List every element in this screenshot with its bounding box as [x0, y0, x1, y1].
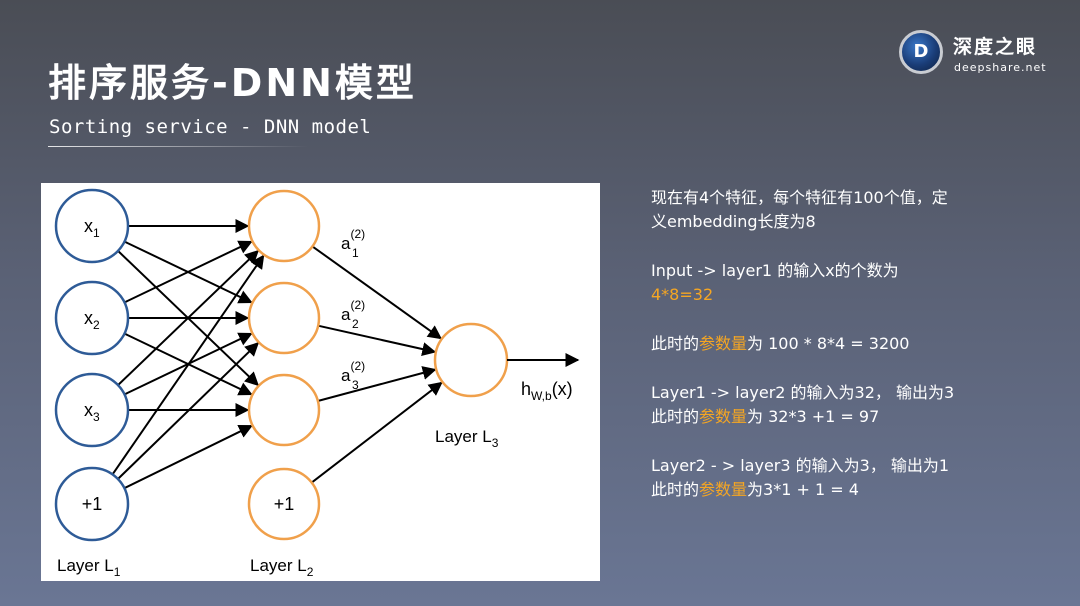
note-4-line-1: Layer1 -> layer2 的输入为32， 输出为3: [651, 383, 955, 402]
note-1-line-1: 现在有4个特征，每个特征有100个值，定: [651, 188, 948, 207]
input-layer: x1 x2 x3 +1 Layer L1: [54, 188, 130, 579]
note-3-line-1: 此时的参数量为 100 * 8*4 = 3200: [651, 332, 1051, 356]
activation-a1: a(2)1: [341, 227, 365, 260]
output-label: hW,b(x): [521, 379, 573, 403]
note-5-line-1: Layer2 - > layer3 的输入为3， 输出为1: [651, 456, 950, 475]
note-5-line-2: 此时的参数量为3*1 + 1 = 4: [651, 478, 1051, 502]
edge-l1-3-to-l2-1: [117, 249, 260, 386]
eye-logo-icon: D: [899, 30, 943, 74]
note-paragraph-2: Input -> layer1 的输入x的个数为 4*8=32: [651, 259, 1051, 307]
hidden-node-bias: [247, 467, 321, 541]
input-label-bias: +1: [82, 494, 103, 514]
note-3-highlight: 参数量: [699, 334, 748, 353]
network-edges: [111, 219, 443, 490]
note-5-suffix: 为3*1 + 1 = 4: [747, 480, 859, 499]
output-layer: hW,b(x) Layer L3: [433, 322, 580, 450]
input-label-x3: x3: [84, 400, 100, 424]
note-4-highlight: 参数量: [699, 407, 748, 426]
edge-l1-4-to-l2-2: [117, 342, 260, 480]
layer-label-l3: Layer L3: [435, 427, 499, 450]
note-4-suffix: 为 32*3 +1 = 97: [747, 407, 880, 426]
note-2-line-1: Input -> layer1 的输入x的个数为: [651, 261, 899, 280]
input-label-x1: x1: [84, 216, 100, 240]
hidden-label-bias: +1: [274, 494, 295, 514]
note-paragraph-4: Layer1 -> layer2 的输入为32， 输出为3 此时的参数量为 32…: [651, 381, 1051, 429]
brand-logo: D 深度之眼 deepshare.net: [897, 28, 1057, 80]
note-paragraph-3: 此时的参数量为 100 * 8*4 = 3200: [651, 332, 1051, 356]
brand-url: deepshare.net: [954, 61, 1047, 74]
neural-network-diagram: x1 x2 x3 +1 Layer L1 +1 Layer L2 a(2)1 a…: [41, 183, 600, 581]
output-node: [433, 322, 509, 398]
edge-l2-1-to-l3: [311, 245, 443, 340]
edge-l1-4-to-l2-3: [123, 424, 253, 490]
edge-l2-4-to-l3: [311, 381, 443, 484]
note-3-prefix: 此时的: [651, 334, 700, 353]
hidden-layer: +1 Layer L2: [247, 189, 321, 579]
note-paragraph-1: 现在有4个特征，每个特征有100个值，定 义embedding长度为8: [651, 186, 1051, 234]
note-4-prefix: 此时的: [651, 407, 700, 426]
explanation-notes: 现在有4个特征，每个特征有100个值，定 义embedding长度为8 Inpu…: [651, 186, 1051, 527]
input-node-bias: [54, 466, 130, 542]
note-1-line-2: 义embedding长度为8: [651, 212, 816, 231]
note-3-suffix: 为 100 * 8*4 = 3200: [747, 334, 910, 353]
page-subtitle: Sorting service - DNN model: [49, 116, 372, 138]
activation-a2: a(2)2: [341, 298, 365, 331]
hidden-node-2: [247, 281, 321, 355]
input-node-x2: [54, 280, 130, 356]
logo-mark-letter: D: [913, 41, 929, 62]
edge-l2-3-to-l3: [317, 366, 437, 402]
edge-l1-2-to-l2-1: [124, 240, 253, 304]
activation-labels: a(2)1 a(2)2 a(2)3: [341, 227, 365, 392]
brand-name: 深度之眼: [953, 36, 1038, 58]
input-node-x1: [54, 188, 130, 264]
network-svg: x1 x2 x3 +1 Layer L1 +1 Layer L2 a(2)1 a…: [54, 188, 580, 579]
note-paragraph-5: Layer2 - > layer3 的输入为3， 输出为1 此时的参数量为3*1…: [651, 454, 1051, 502]
note-5-highlight: 参数量: [699, 480, 748, 499]
activation-a3: a(2)3: [341, 359, 365, 392]
subtitle-divider: [48, 146, 308, 147]
page-title: 排序服务-DNN模型: [48, 61, 417, 105]
layer-label-l2: Layer L2: [250, 556, 314, 579]
edge-l1-4-to-l2-1: [111, 254, 265, 475]
note-4-line-2: 此时的参数量为 32*3 +1 = 97: [651, 405, 1051, 429]
layer-label-l1: Layer L1: [57, 556, 121, 579]
input-label-x2: x2: [84, 308, 100, 332]
input-node-x3: [54, 372, 130, 448]
note-5-prefix: 此时的: [651, 480, 700, 499]
hidden-node-1: [247, 189, 321, 263]
edge-l2-2-to-l3: [317, 324, 437, 356]
note-2-line-2: 4*8=32: [651, 285, 714, 304]
hidden-node-3: [247, 373, 321, 447]
